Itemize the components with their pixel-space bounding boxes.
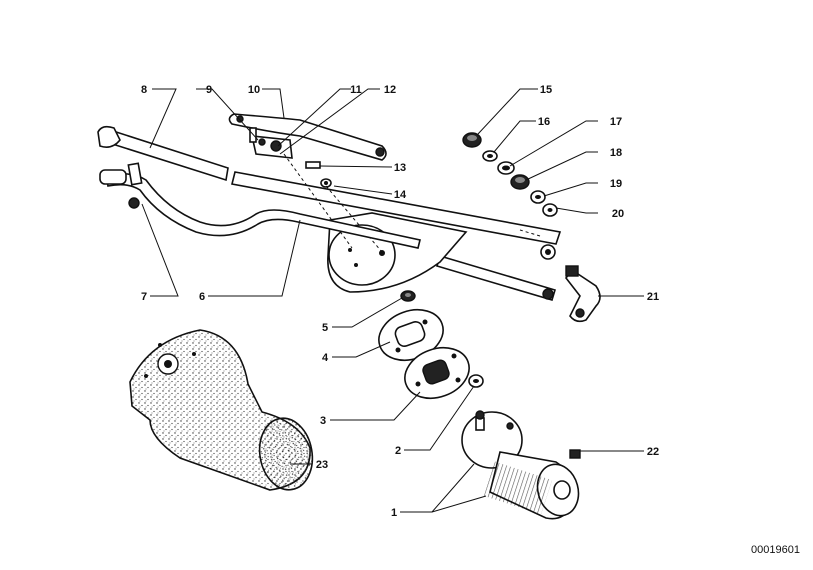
- motor-cover-drawing: [129, 329, 314, 491]
- part-label-15: 15: [540, 84, 552, 96]
- leader-lines: [141, 88, 644, 513]
- part-label-10: 10: [248, 84, 260, 96]
- part-label-21: 21: [647, 291, 659, 303]
- part-label-4: 4: [322, 352, 329, 364]
- part-label-18: 18: [610, 147, 622, 159]
- wiper-motor-drawing: [461, 410, 581, 520]
- part-label-1: 1: [391, 507, 397, 519]
- part-label-9: 9: [206, 84, 212, 96]
- part-label-17: 17: [610, 116, 622, 128]
- part-label-19: 19: [610, 178, 622, 190]
- link-arm-drawing: [228, 113, 387, 161]
- part-label-6: 6: [199, 291, 205, 303]
- part-label-20: 20: [612, 208, 624, 220]
- part-label-13: 13: [394, 162, 406, 174]
- part-label-11: 11: [350, 84, 362, 96]
- part-label-5: 5: [322, 322, 328, 334]
- part-label-8: 8: [141, 84, 147, 96]
- part-label-3: 3: [320, 415, 326, 427]
- part-labels: 8 9 10 11 12 13 14 15 16 17 18 19 20 21 …: [141, 84, 659, 519]
- part-label-14: 14: [394, 189, 407, 201]
- gaskets-drawing: [378, 290, 484, 400]
- crank-drawing: [564, 265, 601, 323]
- part-label-23: 23: [316, 459, 328, 471]
- part-label-12: 12: [384, 84, 396, 96]
- part-label-22: 22: [647, 446, 659, 458]
- wiper-rod-drawing: [99, 162, 421, 249]
- nuts-washers-drawing: [462, 132, 558, 217]
- diagram-reference-id: 00019601: [751, 544, 800, 556]
- part-label-16: 16: [538, 116, 550, 128]
- linkage-frame-drawing: [97, 125, 562, 301]
- part-label-7: 7: [141, 291, 147, 303]
- screw-washer-drawing: [305, 161, 332, 188]
- part-label-2: 2: [395, 445, 401, 457]
- assembly-guide-lines: [283, 153, 541, 253]
